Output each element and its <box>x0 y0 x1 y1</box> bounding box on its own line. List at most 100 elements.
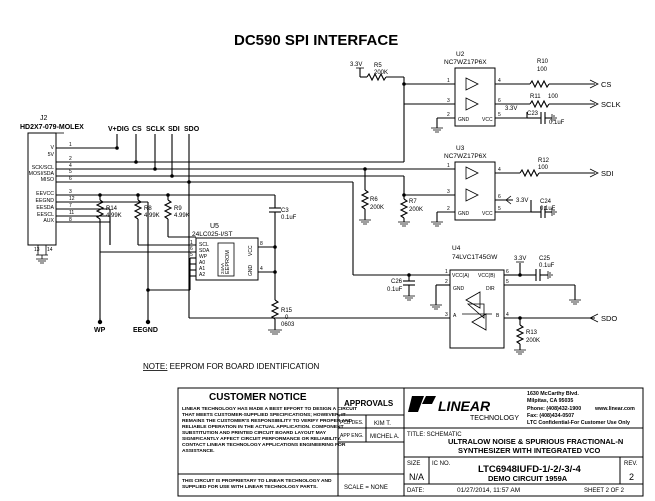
r12-ref: R12 <box>538 158 550 164</box>
u5-body <box>195 237 259 281</box>
scale: SCALE = NONE <box>344 485 388 491</box>
website: www.linear.com <box>594 406 635 412</box>
pin-num: 2 <box>447 112 450 118</box>
j2-pin-5v: 5V <box>48 152 55 158</box>
j2-num-11: 11 <box>69 210 74 216</box>
r9-ref: R9 <box>174 206 182 212</box>
linear-logo: LINEAR TECHNOLOGY <box>408 396 519 422</box>
r6-ref: R6 <box>370 197 378 203</box>
u4-ref: U4 <box>452 245 461 252</box>
j2-num-4: 4 <box>69 163 72 169</box>
r12-value: 100 <box>538 165 549 171</box>
u5-part: 24LC025-I/ST <box>192 231 232 238</box>
pin-num: 8 <box>260 241 263 247</box>
pin-num: 5 <box>506 279 509 285</box>
u2-body <box>454 67 496 127</box>
connector-j2: J2 HD2X7-079-MOLEX V 5V SCK/SCL MOSI/SDA… <box>20 115 84 264</box>
size-label: SIZE <box>407 461 420 467</box>
address-line-1: 1630 McCarthy Blvd. <box>527 391 579 397</box>
j2-num-5: 5 <box>69 169 72 175</box>
u5-pin-a0: A0 <box>199 260 205 266</box>
rev-value: 2 <box>629 472 634 482</box>
sheet-number: SHEET 2 OF 2 <box>584 488 625 494</box>
title-line-2: SYNTHESIZER WITH INTEGRATED VCO <box>458 446 601 455</box>
supply-r5: 3.3V <box>350 62 362 68</box>
r11-ref: R11 <box>530 94 541 100</box>
c26-value: 0.1uF <box>387 287 403 293</box>
j2-part: HD2X7-079-MOLEX <box>20 124 84 131</box>
notice-heading: CUSTOMER NOTICE <box>209 392 307 403</box>
address-phone: Phone: (408)432-1900 <box>527 406 581 412</box>
c23-value: 0.1uF <box>549 120 565 126</box>
r14-value: 4.99K <box>106 213 122 219</box>
bus-label-sclk: SCLK <box>146 126 165 133</box>
net-out-sclk: SCLK <box>601 100 621 109</box>
u4-part: 74LVC1T45GW <box>452 254 498 261</box>
notice-text: LINEAR TECHNOLOGY HAS MADE A BEST EFFORT… <box>182 406 359 454</box>
eeprom-u5: U5 24LC025-I/ST EEPROM 24AA SCL SDA WP A… <box>192 223 275 281</box>
r10-value: 100 <box>537 67 548 73</box>
c24-value: 0.1uF <box>540 206 556 212</box>
note-text: EEPROM FOR BOARD IDENTIFICATION <box>167 362 319 371</box>
pin-num: 3 <box>447 189 450 195</box>
u3-part: NC7WZ17P6X <box>444 153 487 160</box>
demo-circuit: DEMO CIRCUIT 1959A <box>488 474 568 483</box>
net-eegnd: EEGND <box>133 327 158 334</box>
r10-ref: R10 <box>537 59 549 65</box>
j2-num-8: 8 <box>69 217 72 223</box>
bus-label-sdo: SDO <box>184 126 200 133</box>
c25-ref: C25 <box>539 256 551 262</box>
u4-pin-dir: DIR <box>486 286 495 292</box>
r5-value: 200K <box>374 70 388 76</box>
pin-num: 2 <box>447 206 450 212</box>
pin-num: 6 <box>498 98 501 104</box>
pin-num: 5 <box>190 252 193 258</box>
pin-num: 5 <box>498 206 501 212</box>
u5-pin-vcc: VCC <box>248 245 254 256</box>
note: NOTE: EEPROM FOR BOARD IDENTIFICATION <box>143 362 320 371</box>
r13-value: 200K <box>526 338 540 344</box>
bus-label-sdi: SDI <box>168 126 180 133</box>
u3-ref: U3 <box>456 145 465 152</box>
pin-num: 1 <box>447 78 450 84</box>
pin-num: 1 <box>190 240 193 246</box>
title-line-1: ULTRALOW NOISE & SPURIOUS FRACTIONAL-N <box>448 437 623 446</box>
title-label: TITLE: SCHEMATIC <box>407 432 462 438</box>
u5-body-label: EEPROM <box>225 250 231 274</box>
rev-label: REV. <box>624 461 638 467</box>
pin-num: 5 <box>498 112 501 118</box>
u4-pin-gnd: GND <box>453 286 465 292</box>
u4-pin-b: B <box>496 313 500 319</box>
r5-ref: R5 <box>374 63 382 69</box>
j2-pin-eegnd: EEGND <box>36 198 55 204</box>
buffer-u2: U2 NC7WZ17P6X GND VCC <box>444 51 496 127</box>
pin-num: 4 <box>260 266 263 272</box>
r6-value: 200K <box>370 205 384 211</box>
u3-pin-vcc: VCC <box>482 211 493 217</box>
net-wp: WP <box>94 327 106 334</box>
app-eng-value: MICHEL A. <box>370 434 400 440</box>
r15-ref: R15 <box>281 308 293 314</box>
j2-pin-mosi: MOSI/SDA <box>29 171 55 177</box>
j2-num-3: 3 <box>69 189 72 195</box>
u5-pin-wp: WP <box>199 254 208 260</box>
pin-num: 4 <box>506 312 509 318</box>
j2-gnd-pin-13: 13 <box>34 247 40 253</box>
j2-num-7: 7 <box>69 203 72 209</box>
supply-u4: 3.3V <box>514 256 526 262</box>
j2-pin-eescl: EESCL <box>37 212 54 218</box>
c23-ref: C23 <box>527 111 539 117</box>
pin-num: 2 <box>445 279 448 285</box>
u2-pin-vcc: VCC <box>482 117 493 123</box>
j2-num-6: 6 <box>69 176 72 182</box>
date-value: 01/27/2014, 11:57 AM <box>457 487 520 494</box>
supply-u3: 3.3V <box>516 198 528 204</box>
pin-num: 6 <box>498 194 501 200</box>
j2-pin-miso: MISO <box>41 177 54 183</box>
svg-text:24AA: 24AA <box>220 263 225 274</box>
r8-value: 4.99K <box>144 213 160 219</box>
logo-sub: TECHNOLOGY <box>470 415 519 422</box>
j2-pin-sck: SCK/SCL <box>32 165 54 171</box>
j2-gnd-pin-14: 14 <box>47 247 53 253</box>
translator-u4: U4 74LVC1T45GW VCC(A) VCC(B) GND DIR A B <box>449 245 505 349</box>
